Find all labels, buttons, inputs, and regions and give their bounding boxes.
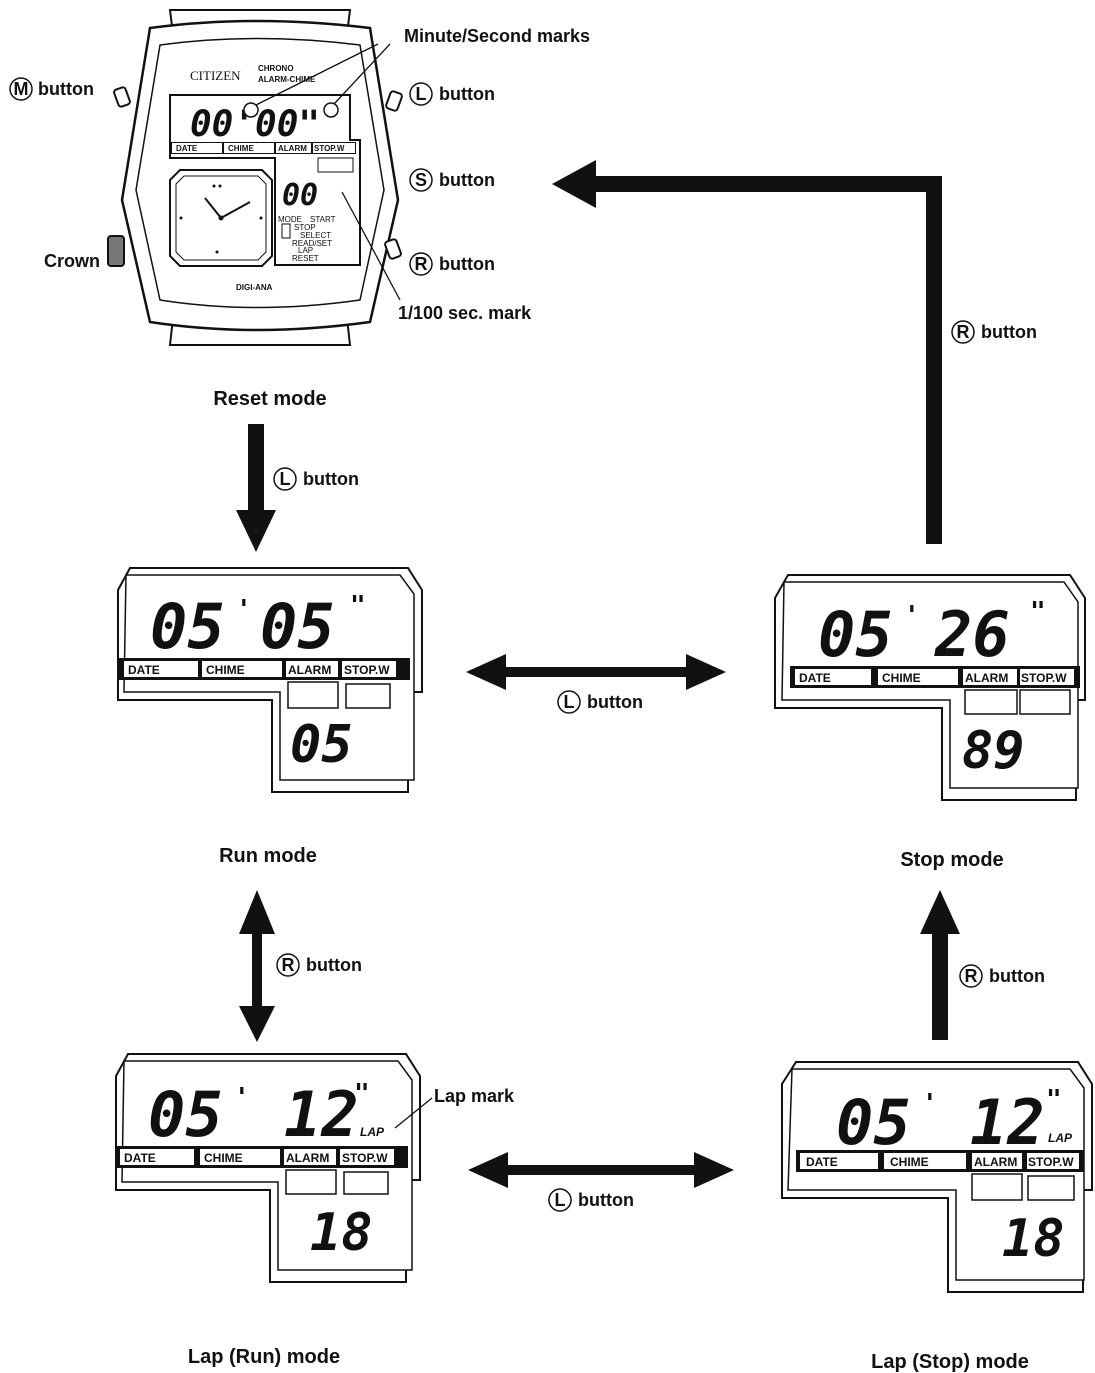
l-letter: L [416, 84, 427, 104]
l-button-shape [385, 90, 403, 112]
laprun-tag-date: DATE [124, 1151, 156, 1165]
watch-tag-chime: CHIME [228, 144, 254, 153]
watch-tag-stopw: STOP.W [314, 144, 345, 153]
r-button-shape [384, 238, 402, 260]
lapstop-tag-date: DATE [806, 1155, 838, 1169]
run-sec: 05 [260, 590, 335, 663]
stop-tag-date: DATE [799, 671, 831, 685]
laprun-lapstop-label: button [578, 1190, 634, 1210]
svg-text:': ' [236, 595, 252, 625]
r-button-label: button [439, 254, 495, 274]
arrows [236, 160, 960, 1188]
legend-reset: RESET [292, 254, 319, 263]
laprun-sec: 12 [284, 1078, 359, 1151]
laprun-tag-stopw: STOP.W [342, 1151, 388, 1165]
brand-text: CITIZEN [190, 68, 241, 83]
s-button-label: button [439, 170, 495, 190]
lapstop-lap: LAP [1048, 1131, 1073, 1145]
watch-sub-display: 00 [282, 178, 318, 213]
stop-tag-alarm: ALARM [965, 671, 1008, 685]
lap-run-display: 05 12 ' " LAP DATE CHIME ALARM STOP.W 18… [115, 1053, 515, 1283]
lapstop-stop-label: button [989, 966, 1045, 986]
svg-text:": " [1046, 1085, 1062, 1115]
stop-display: 05 26 ' " DATE CHIME ALARM STOP.W 89 [774, 574, 1086, 801]
run-mode-label: Run mode [219, 845, 317, 867]
watch-callouts: Minute/Second marks M button L button S … [9, 26, 590, 323]
lap-stop-display: 05 12 ' " LAP DATE CHIME ALARM STOP.W 18 [781, 1061, 1093, 1293]
lapstop-sec: 12 [970, 1086, 1045, 1159]
run-tag-alarm: ALARM [288, 663, 331, 677]
watch-illustration: CITIZEN CHRONO ALARM-CHIME 00'00" DATE C… [107, 9, 403, 346]
legend-mode: MODE [278, 215, 302, 224]
brand-sub2: ALARM-CHIME [258, 75, 316, 84]
brand-sub1: CHRONO [258, 64, 294, 73]
lap-stop-mode-label: Lap (Stop) mode [871, 1351, 1029, 1373]
svg-text:": " [354, 1079, 370, 1109]
legend-select: SELECT [300, 231, 331, 240]
lap-run-mode-label: Lap (Run) mode [188, 1346, 340, 1368]
run-tag-date: DATE [128, 663, 160, 677]
run-hund: 05 [290, 715, 353, 775]
run-display: 05 05 ' " DATE CHIME ALARM STOP.W 05 [117, 567, 423, 793]
laprun-hund: 18 [310, 1203, 373, 1263]
run-tag-chime: CHIME [206, 663, 245, 677]
laprun-min: 05 [148, 1078, 223, 1151]
laprun-lap: LAP [360, 1125, 385, 1139]
watch-tag-date: DATE [176, 144, 198, 153]
svg-text:': ' [904, 601, 920, 631]
m-button-label: button [38, 79, 94, 99]
m-letter: M [14, 79, 29, 99]
legend-readset: READ/SET [292, 239, 332, 248]
min-sec-marks-label: Minute/Second marks [404, 26, 590, 46]
stop-hund: 89 [962, 721, 1025, 781]
stop-top-label: button [981, 322, 1037, 342]
r-letter: R [415, 254, 428, 274]
run-stop-label: button [587, 692, 643, 712]
arrow-labels: L button L button R button R button L bu… [273, 320, 1045, 1212]
crown-shape [107, 235, 125, 267]
svg-text:": " [1030, 597, 1046, 627]
lapstop-stop-letter: R [965, 966, 978, 986]
lapstop-tag-chime: CHIME [890, 1155, 929, 1169]
stop-top-letter: R [957, 322, 970, 342]
svg-text:": " [350, 591, 366, 621]
l-button-label: button [439, 84, 495, 104]
lapstop-min: 05 [836, 1086, 911, 1159]
lapstop-tag-stopw: STOP.W [1028, 1155, 1074, 1169]
lap-mark-label: Lap mark [434, 1086, 515, 1106]
run-lap-letter: R [282, 955, 295, 975]
legend-stop: STOP [294, 223, 316, 232]
watch-tag-alarm: ALARM [278, 144, 307, 153]
stop-min: 05 [818, 598, 893, 671]
model-text: DIGI-ANA [236, 283, 273, 292]
s-letter: S [415, 170, 427, 190]
svg-text:': ' [234, 1083, 250, 1113]
lapstop-tag-alarm: ALARM [974, 1155, 1017, 1169]
legend-lap: LAP [298, 246, 313, 255]
run-lap-label: button [306, 955, 362, 975]
stop-tag-chime: CHIME [882, 671, 921, 685]
stop-mode-label: Stop mode [900, 849, 1003, 871]
reset-run-label: button [303, 469, 359, 489]
hundredth-mark-label: 1/100 sec. mark [398, 303, 532, 323]
stop-sec: 26 [934, 598, 1010, 671]
laprun-tag-alarm: ALARM [286, 1151, 329, 1165]
reset-run-letter: L [280, 469, 291, 489]
svg-text:': ' [922, 1089, 938, 1119]
legend-start: START [310, 215, 336, 224]
laprun-lapstop-letter: L [555, 1190, 566, 1210]
m-button-shape [113, 86, 131, 108]
lapstop-hund: 18 [1002, 1209, 1065, 1269]
crown-label: Crown [44, 251, 100, 271]
laprun-tag-chime: CHIME [204, 1151, 243, 1165]
stop-tag-stopw: STOP.W [1021, 671, 1067, 685]
reset-mode-label: Reset mode [213, 388, 326, 410]
run-min: 05 [150, 590, 225, 663]
run-tag-stopw: STOP.W [344, 663, 390, 677]
run-stop-letter: L [564, 692, 575, 712]
